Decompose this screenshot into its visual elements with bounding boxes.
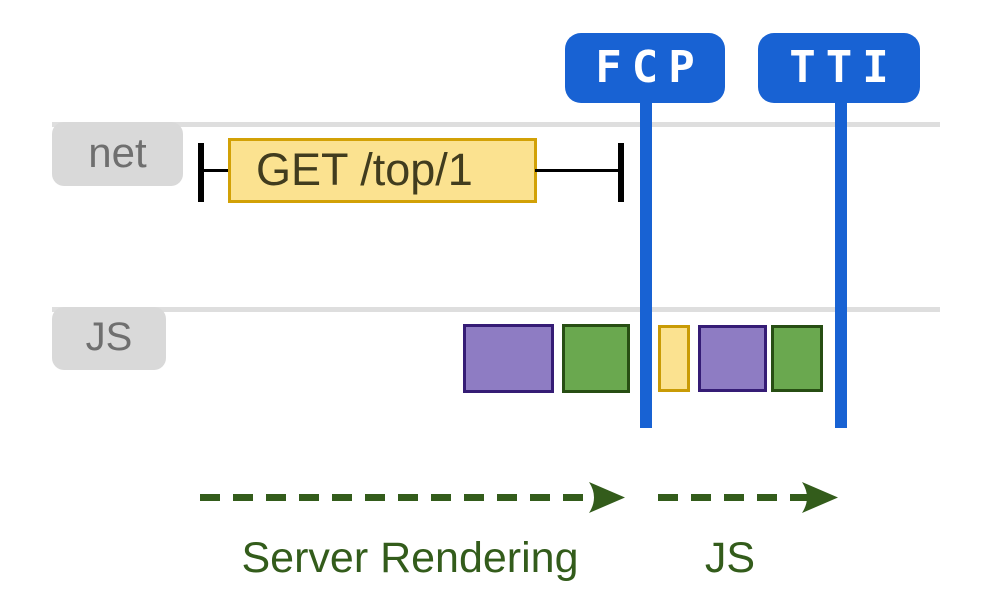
server-rendering-label: Server Rendering	[241, 534, 579, 582]
network-request-bar: GET /top/1	[228, 138, 537, 203]
server-rendering-arrow-head	[589, 482, 625, 513]
net-track-line	[52, 122, 940, 127]
js-phase-label: JS	[704, 534, 756, 582]
js-block-purple-2	[698, 325, 767, 392]
tti-badge: TTI	[758, 33, 920, 103]
js-track-line	[52, 307, 940, 312]
fcp-badge: FCP	[565, 33, 725, 103]
request-start-tick	[198, 143, 204, 202]
request-right-whisker	[535, 169, 620, 172]
request-end-tick	[618, 143, 624, 202]
request-left-whisker	[204, 169, 230, 172]
tti-marker-line	[835, 100, 847, 428]
js-arrow-head	[802, 482, 838, 513]
js-block-green-1	[562, 324, 630, 393]
js-block-purple-1	[463, 324, 554, 393]
fcp-marker-line	[640, 100, 652, 428]
js-track-label: JS	[52, 307, 166, 370]
js-block-green-2	[771, 325, 823, 392]
js-block-yellow-1	[658, 325, 690, 392]
net-track-label: net	[52, 122, 183, 186]
